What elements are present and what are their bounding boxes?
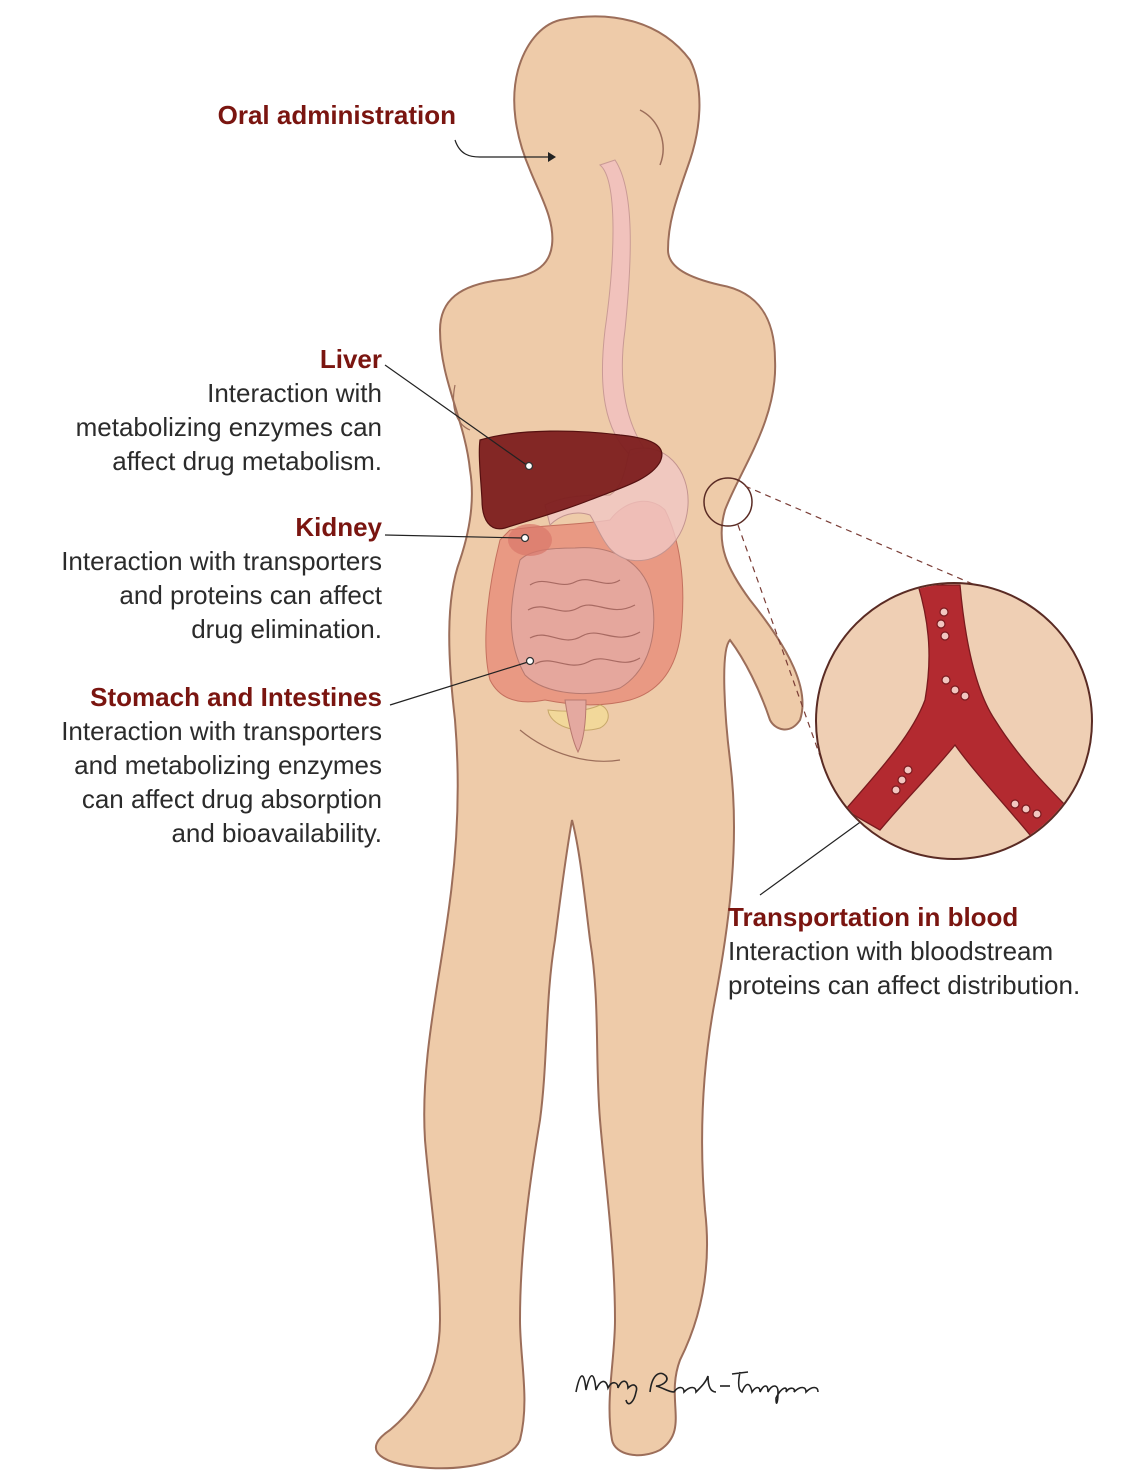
liver-label: Liver Interaction with metabolizing enzy… [0, 342, 382, 478]
kidney [508, 524, 552, 556]
stomach-desc-line: and metabolizing enzymes [0, 748, 382, 782]
kidney-desc-line: drug elimination. [0, 612, 382, 646]
blood-transport-label: Transportation in blood Interaction with… [728, 900, 1138, 1002]
body-silhouette [376, 16, 803, 1468]
artist-signature [572, 1352, 852, 1412]
stomach-desc-line: can affect drug absorption [0, 782, 382, 816]
stomach-intestines-label: Stomach and Intestines Interaction with … [0, 680, 382, 850]
oral-administration-label: Oral administration [150, 98, 456, 132]
liver-desc-line: affect drug metabolism. [0, 444, 382, 478]
blood-title: Transportation in blood [728, 900, 1138, 934]
kidney-desc-line: and proteins can affect [0, 578, 382, 612]
stomach-desc-line: and bioavailability. [0, 816, 382, 850]
kidney-desc-line: Interaction with transporters [0, 544, 382, 578]
blood-desc-line: proteins can affect distribution. [728, 968, 1138, 1002]
kidney-label: Kidney Interaction with transporters and… [0, 510, 382, 646]
liver-desc-line: metabolizing enzymes can [0, 410, 382, 444]
liver-title: Liver [0, 342, 382, 376]
kidney-title: Kidney [0, 510, 382, 544]
stomach-desc-line: Interaction with transporters [0, 714, 382, 748]
small-intestine [511, 548, 654, 694]
blood-vessel-inset [816, 583, 1092, 860]
stomach-title: Stomach and Intestines [0, 680, 382, 714]
oral-title: Oral administration [150, 98, 456, 132]
blood-desc-line: Interaction with bloodstream [728, 934, 1138, 968]
liver-desc-line: Interaction with [0, 376, 382, 410]
